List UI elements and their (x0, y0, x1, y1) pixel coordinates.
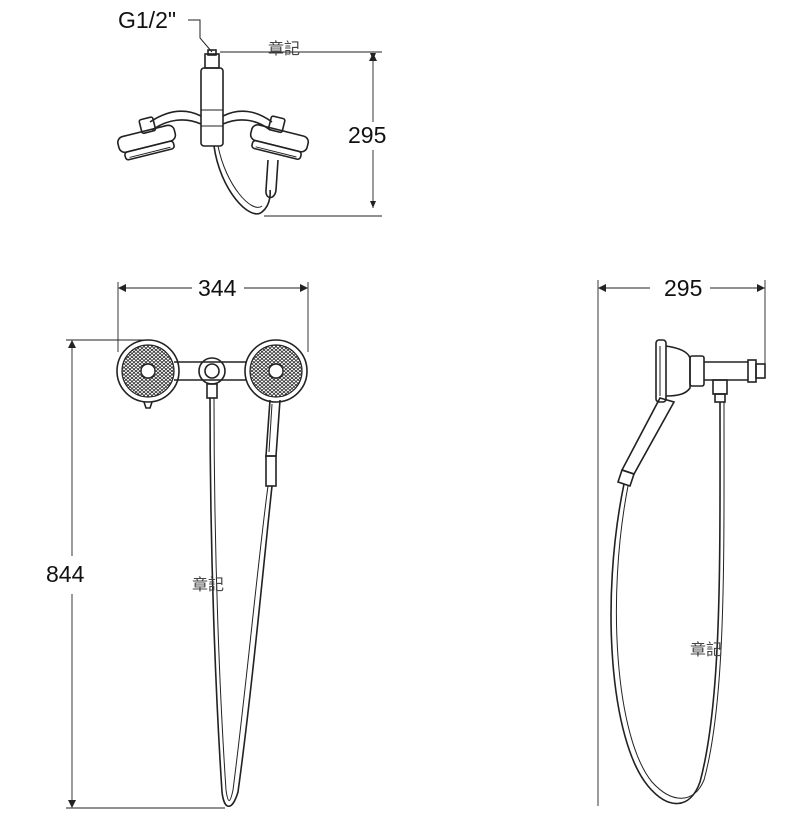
side-hose-nut (714, 393, 726, 403)
top-right-arm (222, 110, 273, 123)
top-hand-shower-handle (265, 159, 279, 199)
top-thread-tip (207, 49, 217, 56)
top-left-arm-lower (151, 119, 202, 131)
front-handle (265, 399, 281, 457)
side-depth-label: 295 (662, 275, 705, 301)
top-left-head (117, 116, 177, 161)
front-view (66, 282, 309, 809)
side-thread (755, 363, 766, 379)
side-neck (689, 355, 705, 387)
top-right-arm-lower (222, 119, 271, 131)
watermark-side: 章記 (690, 642, 723, 659)
front-mixer-inner (204, 363, 220, 379)
side-head-face (655, 339, 667, 403)
side-hose-connector (712, 379, 728, 395)
front-hose (209, 397, 273, 808)
front-right-head (244, 339, 308, 403)
side-hose (610, 401, 721, 805)
front-handle-grip (265, 455, 277, 487)
side-view (597, 280, 766, 806)
watermark-top: 章記 (268, 41, 301, 58)
top-view (117, 19, 382, 217)
top-hose-loop (213, 145, 271, 215)
side-handle (620, 397, 676, 475)
top-right-head (249, 115, 310, 161)
watermark-front: 章記 (192, 577, 225, 594)
top-mixer-body (200, 67, 224, 147)
front-left-head (116, 339, 180, 409)
front-width-label: 344 (196, 275, 239, 301)
front-height-label: 844 (46, 561, 85, 587)
top-thread-connector (204, 53, 220, 69)
side-head-back (665, 345, 691, 397)
thread-size-label: G1/2" (118, 7, 177, 33)
top-depth-label: 295 (348, 122, 387, 148)
top-left-arm (149, 110, 202, 123)
front-hose-connector (206, 383, 218, 399)
thread-leader-line (188, 19, 213, 53)
side-nut (747, 359, 757, 383)
side-handle-grip (616, 468, 636, 488)
